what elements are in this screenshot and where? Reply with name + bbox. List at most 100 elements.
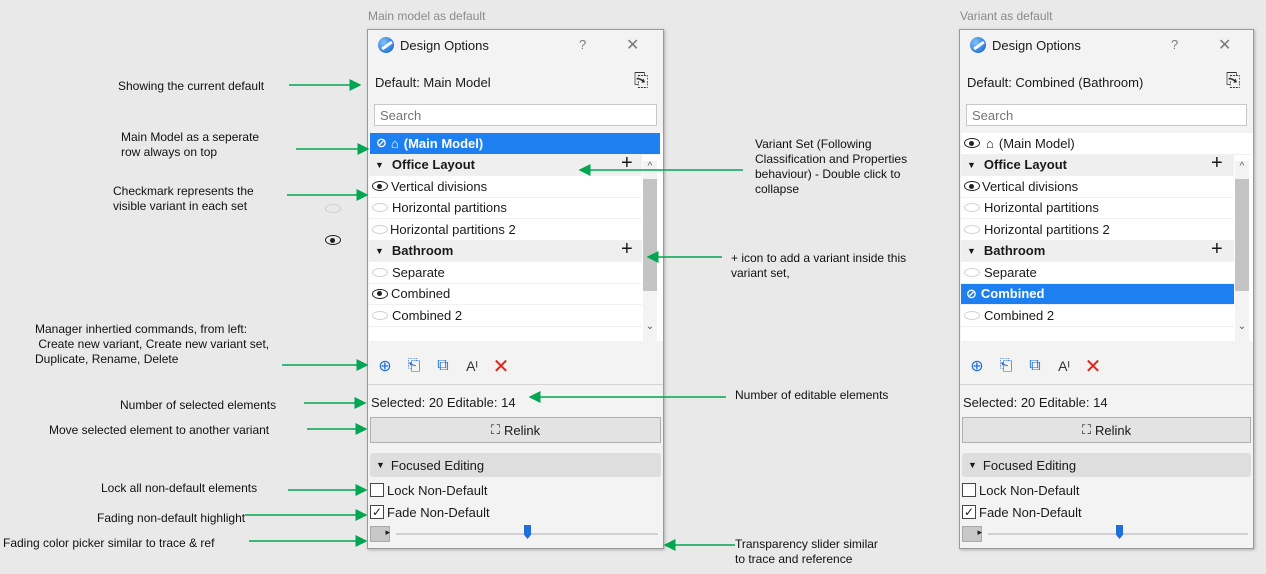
color-picker[interactable]: [370, 526, 390, 542]
focused-editing-header[interactable]: ▼ Focused Editing: [370, 453, 661, 477]
variant-set-bathroom[interactable]: ▼ Bathroom +: [961, 237, 1234, 262]
variant-row[interactable]: Vertical divisions: [369, 176, 642, 198]
collapse-triangle-icon[interactable]: ▼: [375, 245, 384, 256]
selection-stats: Selected: 20 Editable: 14: [963, 395, 1108, 410]
relink-button[interactable]: ⛶ Relink: [370, 417, 661, 443]
color-picker[interactable]: [962, 526, 982, 542]
variant-tree: ⌂ (Main Model) ▼ Office Layout + Vertica…: [961, 133, 1253, 341]
default-settings-icon[interactable]: ⎘: [1226, 70, 1241, 90]
variant-row[interactable]: Horizontal partitions 2: [369, 219, 642, 241]
delete-button[interactable]: ✕: [1084, 355, 1102, 378]
variant-row[interactable]: Vertical divisions: [961, 176, 1234, 198]
fade-non-default-row[interactable]: ✓ Fade Non-Default: [960, 501, 1253, 523]
search-input[interactable]: [966, 104, 1247, 126]
rename-button[interactable]: Aᴵ: [466, 358, 478, 374]
eye-hidden-icon[interactable]: [372, 203, 388, 213]
fade-checkbox[interactable]: ✓: [962, 505, 976, 519]
lock-checkbox[interactable]: [370, 483, 384, 497]
caption-right: Variant as default: [960, 9, 1053, 23]
delete-button[interactable]: ✕: [492, 355, 510, 378]
rename-button[interactable]: Aᴵ: [1058, 358, 1070, 374]
variant-label: Separate: [984, 264, 1037, 280]
collapse-triangle-icon[interactable]: ▼: [967, 245, 976, 256]
main-model-row[interactable]: ⊘ ⌂ (Main Model): [370, 133, 660, 155]
scroll-down-icon[interactable]: ⌄: [645, 321, 655, 332]
variant-row[interactable]: Horizontal partitions: [369, 198, 642, 219]
help-button[interactable]: ?: [1171, 37, 1179, 52]
slider-thumb[interactable]: [524, 525, 531, 539]
add-variant-button[interactable]: ⊕: [970, 358, 984, 375]
eye-hidden-icon[interactable]: [964, 203, 980, 213]
scrollbar[interactable]: ^ ⌄: [1235, 161, 1249, 341]
add-variant-button[interactable]: ⊕: [378, 358, 392, 375]
variant-row[interactable]: Horizontal partitions 2: [961, 219, 1234, 241]
fade-non-default-row[interactable]: ✓ Fade Non-Default: [368, 501, 663, 523]
variant-row[interactable]: Combined 2: [369, 305, 642, 327]
collapse-triangle-icon[interactable]: ▼: [375, 159, 384, 170]
add-variant-icon[interactable]: +: [1211, 151, 1223, 174]
house-icon: ⌂: [390, 135, 399, 151]
eye-hidden-icon[interactable]: [964, 310, 980, 320]
variant-row[interactable]: Horizontal partitions: [961, 198, 1234, 219]
annotation-manager: Manager inhertied commands, from left: C…: [35, 322, 270, 366]
scroll-up-icon[interactable]: ^: [1239, 161, 1245, 172]
slider-thumb[interactable]: [1116, 525, 1123, 539]
eye-icon[interactable]: [372, 181, 388, 192]
new-set-button[interactable]: ⎗: [999, 357, 1013, 374]
fade-label: Fade Non-Default: [387, 504, 490, 520]
help-button[interactable]: ?: [579, 37, 587, 52]
relink-label: Relink: [1094, 422, 1132, 438]
search-input[interactable]: [374, 104, 657, 126]
close-button[interactable]: ✕: [1218, 37, 1232, 54]
relink-button[interactable]: ⛶ Relink: [962, 417, 1251, 443]
eye-icon[interactable]: [964, 138, 980, 149]
eye-hidden-icon[interactable]: [372, 310, 388, 320]
eye-hidden-icon[interactable]: [964, 267, 980, 277]
eye-icon[interactable]: [964, 181, 980, 192]
design-options-panel-variant: Design Options ? ✕ Default: Combined (Ba…: [959, 29, 1254, 549]
eye-hidden-icon[interactable]: [372, 224, 388, 234]
default-settings-icon[interactable]: ⎘: [634, 70, 649, 90]
titlebar: Design Options ? ✕: [960, 30, 1253, 60]
eye-hidden-icon[interactable]: [964, 224, 980, 234]
add-variant-icon[interactable]: +: [621, 237, 633, 260]
scroll-thumb[interactable]: [1235, 179, 1249, 291]
scroll-down-icon[interactable]: ⌄: [1237, 321, 1247, 332]
variant-label: Combined: [980, 286, 1045, 302]
variant-label: Vertical divisions: [391, 178, 488, 194]
scroll-thumb[interactable]: [643, 179, 657, 291]
add-variant-icon[interactable]: +: [621, 151, 633, 174]
variant-set-office-layout[interactable]: ▼ Office Layout +: [369, 151, 642, 176]
lock-non-default-row[interactable]: Lock Non-Default: [368, 479, 663, 501]
selection-stats: Selected: 20 Editable: 14: [371, 395, 516, 410]
default-label: Default: Main Model: [375, 74, 491, 90]
eye-hidden-icon[interactable]: [372, 267, 388, 277]
close-button[interactable]: ✕: [626, 37, 640, 54]
variant-row[interactable]: Combined: [369, 284, 642, 305]
fade-checkbox[interactable]: ✓: [370, 505, 384, 519]
main-model-row[interactable]: ⌂ (Main Model): [961, 133, 1251, 155]
duplicate-button[interactable]: ⧉: [437, 357, 449, 374]
variant-row-default[interactable]: ⊘ Combined: [961, 283, 1234, 305]
titlebar: Design Options ? ✕: [368, 30, 663, 60]
fade-label: Fade Non-Default: [979, 504, 1082, 520]
collapse-triangle-icon[interactable]: ▼: [967, 159, 976, 170]
variant-label: Combined 2: [392, 307, 463, 323]
new-set-button[interactable]: ⎗: [407, 357, 421, 374]
lock-non-default-row[interactable]: Lock Non-Default: [960, 479, 1253, 501]
duplicate-button[interactable]: ⧉: [1029, 357, 1041, 374]
lock-checkbox[interactable]: [962, 483, 976, 497]
focused-editing-header[interactable]: ▼ Focused Editing: [962, 453, 1251, 477]
eye-hidden-icon: [325, 204, 341, 213]
default-row: Default: Combined (Bathroom) ⎘: [960, 60, 1253, 104]
main-model-label: (Main Model): [403, 135, 484, 151]
variant-row[interactable]: Separate: [961, 262, 1234, 284]
eye-icon[interactable]: [372, 288, 388, 299]
scroll-up-icon[interactable]: ^: [647, 161, 653, 172]
variant-row[interactable]: Separate: [369, 262, 642, 284]
variant-set-bathroom[interactable]: ▼ Bathroom +: [369, 237, 642, 262]
variant-set-office-layout[interactable]: ▼ Office Layout +: [961, 151, 1234, 176]
add-variant-icon[interactable]: +: [1211, 237, 1223, 260]
variant-row[interactable]: Combined 2: [961, 305, 1234, 327]
